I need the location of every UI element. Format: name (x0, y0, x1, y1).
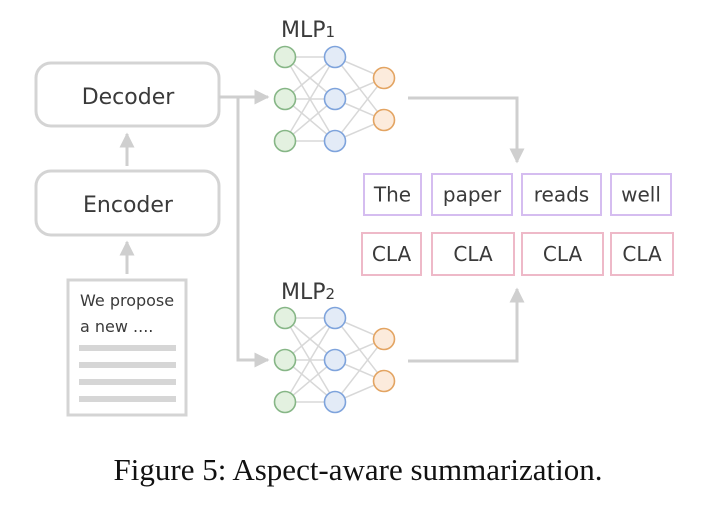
aspect-label-box (521, 232, 604, 276)
aspect-label: CLA (361, 232, 422, 276)
output-node (372, 369, 396, 393)
arrow-mlp2-to-labels (408, 287, 525, 363)
document: We propose a new .... (66, 278, 188, 417)
label-row: CLA CLA CLA CLA (361, 232, 674, 276)
token-text: well (621, 183, 661, 207)
aspect-label: CLA (610, 232, 674, 276)
document-text-line (79, 396, 176, 402)
encoder-block: Encoder (34, 169, 221, 237)
input-node (273, 306, 297, 330)
aspect-label: CLA (431, 232, 515, 276)
mlp2-title: MLP2 (281, 280, 335, 305)
mlp1-title: MLP1 (281, 18, 335, 43)
document-line-1: We propose (80, 291, 174, 310)
document-line-2: a new .... (80, 317, 153, 336)
hidden-node (323, 348, 347, 372)
mlp-edge (284, 56, 336, 142)
token: reads (521, 173, 602, 216)
aspect-label-box (431, 232, 515, 276)
token-box (521, 173, 602, 216)
arrow-decoder-to-mlp2 (236, 97, 270, 368)
input-node (273, 87, 297, 111)
output-node (372, 327, 396, 351)
hidden-node (323, 390, 347, 414)
token: The (363, 173, 422, 216)
document-text-line (79, 345, 176, 351)
aspect-label-box (361, 232, 422, 276)
hidden-node (323, 87, 347, 111)
hidden-node (323, 129, 347, 153)
mlp-edge (334, 77, 385, 142)
mlp-edge (334, 338, 385, 403)
input-node (273, 390, 297, 414)
encoder-box (34, 169, 221, 237)
aspect-label-text: CLA (543, 242, 583, 266)
decoder-label: Decoder (82, 85, 176, 110)
hidden-node (323, 45, 347, 69)
aspect-label-box (610, 232, 674, 276)
mlp2-network (273, 306, 396, 414)
mlp-edge (284, 317, 336, 403)
aspect-label-text: CLA (622, 242, 662, 266)
token-box (431, 173, 513, 216)
token-text: The (373, 183, 411, 207)
input-node (273, 348, 297, 372)
document-placeholder-lines (79, 345, 176, 402)
token-text: reads (534, 183, 589, 207)
hidden-node (323, 306, 347, 330)
input-node (273, 129, 297, 153)
decoder-box (34, 61, 221, 128)
output-node (372, 108, 396, 132)
aspect-label-text: CLA (453, 242, 493, 266)
diagram: Decoder Encoder We propose a new .... ML… (34, 18, 674, 417)
document-text-line (79, 379, 176, 385)
input-node (273, 45, 297, 69)
arrow-mlp1-to-tokens (408, 96, 525, 164)
token-box (363, 173, 422, 216)
aspect-label-text: CLA (372, 242, 412, 266)
token-text: paper (443, 183, 502, 207)
token: well (610, 173, 672, 216)
decoder-block: Decoder (34, 61, 221, 128)
document-text-line (79, 362, 176, 368)
mlp1-network (273, 45, 396, 153)
token-box (610, 173, 672, 216)
aspect-label: CLA (521, 232, 604, 276)
token-row: The paper reads well (363, 173, 672, 216)
figure-caption: Figure 5: Aspect-aware summarization. (113, 452, 603, 487)
token: paper (431, 173, 513, 216)
encoder-label: Encoder (83, 193, 174, 218)
output-node (372, 66, 396, 90)
